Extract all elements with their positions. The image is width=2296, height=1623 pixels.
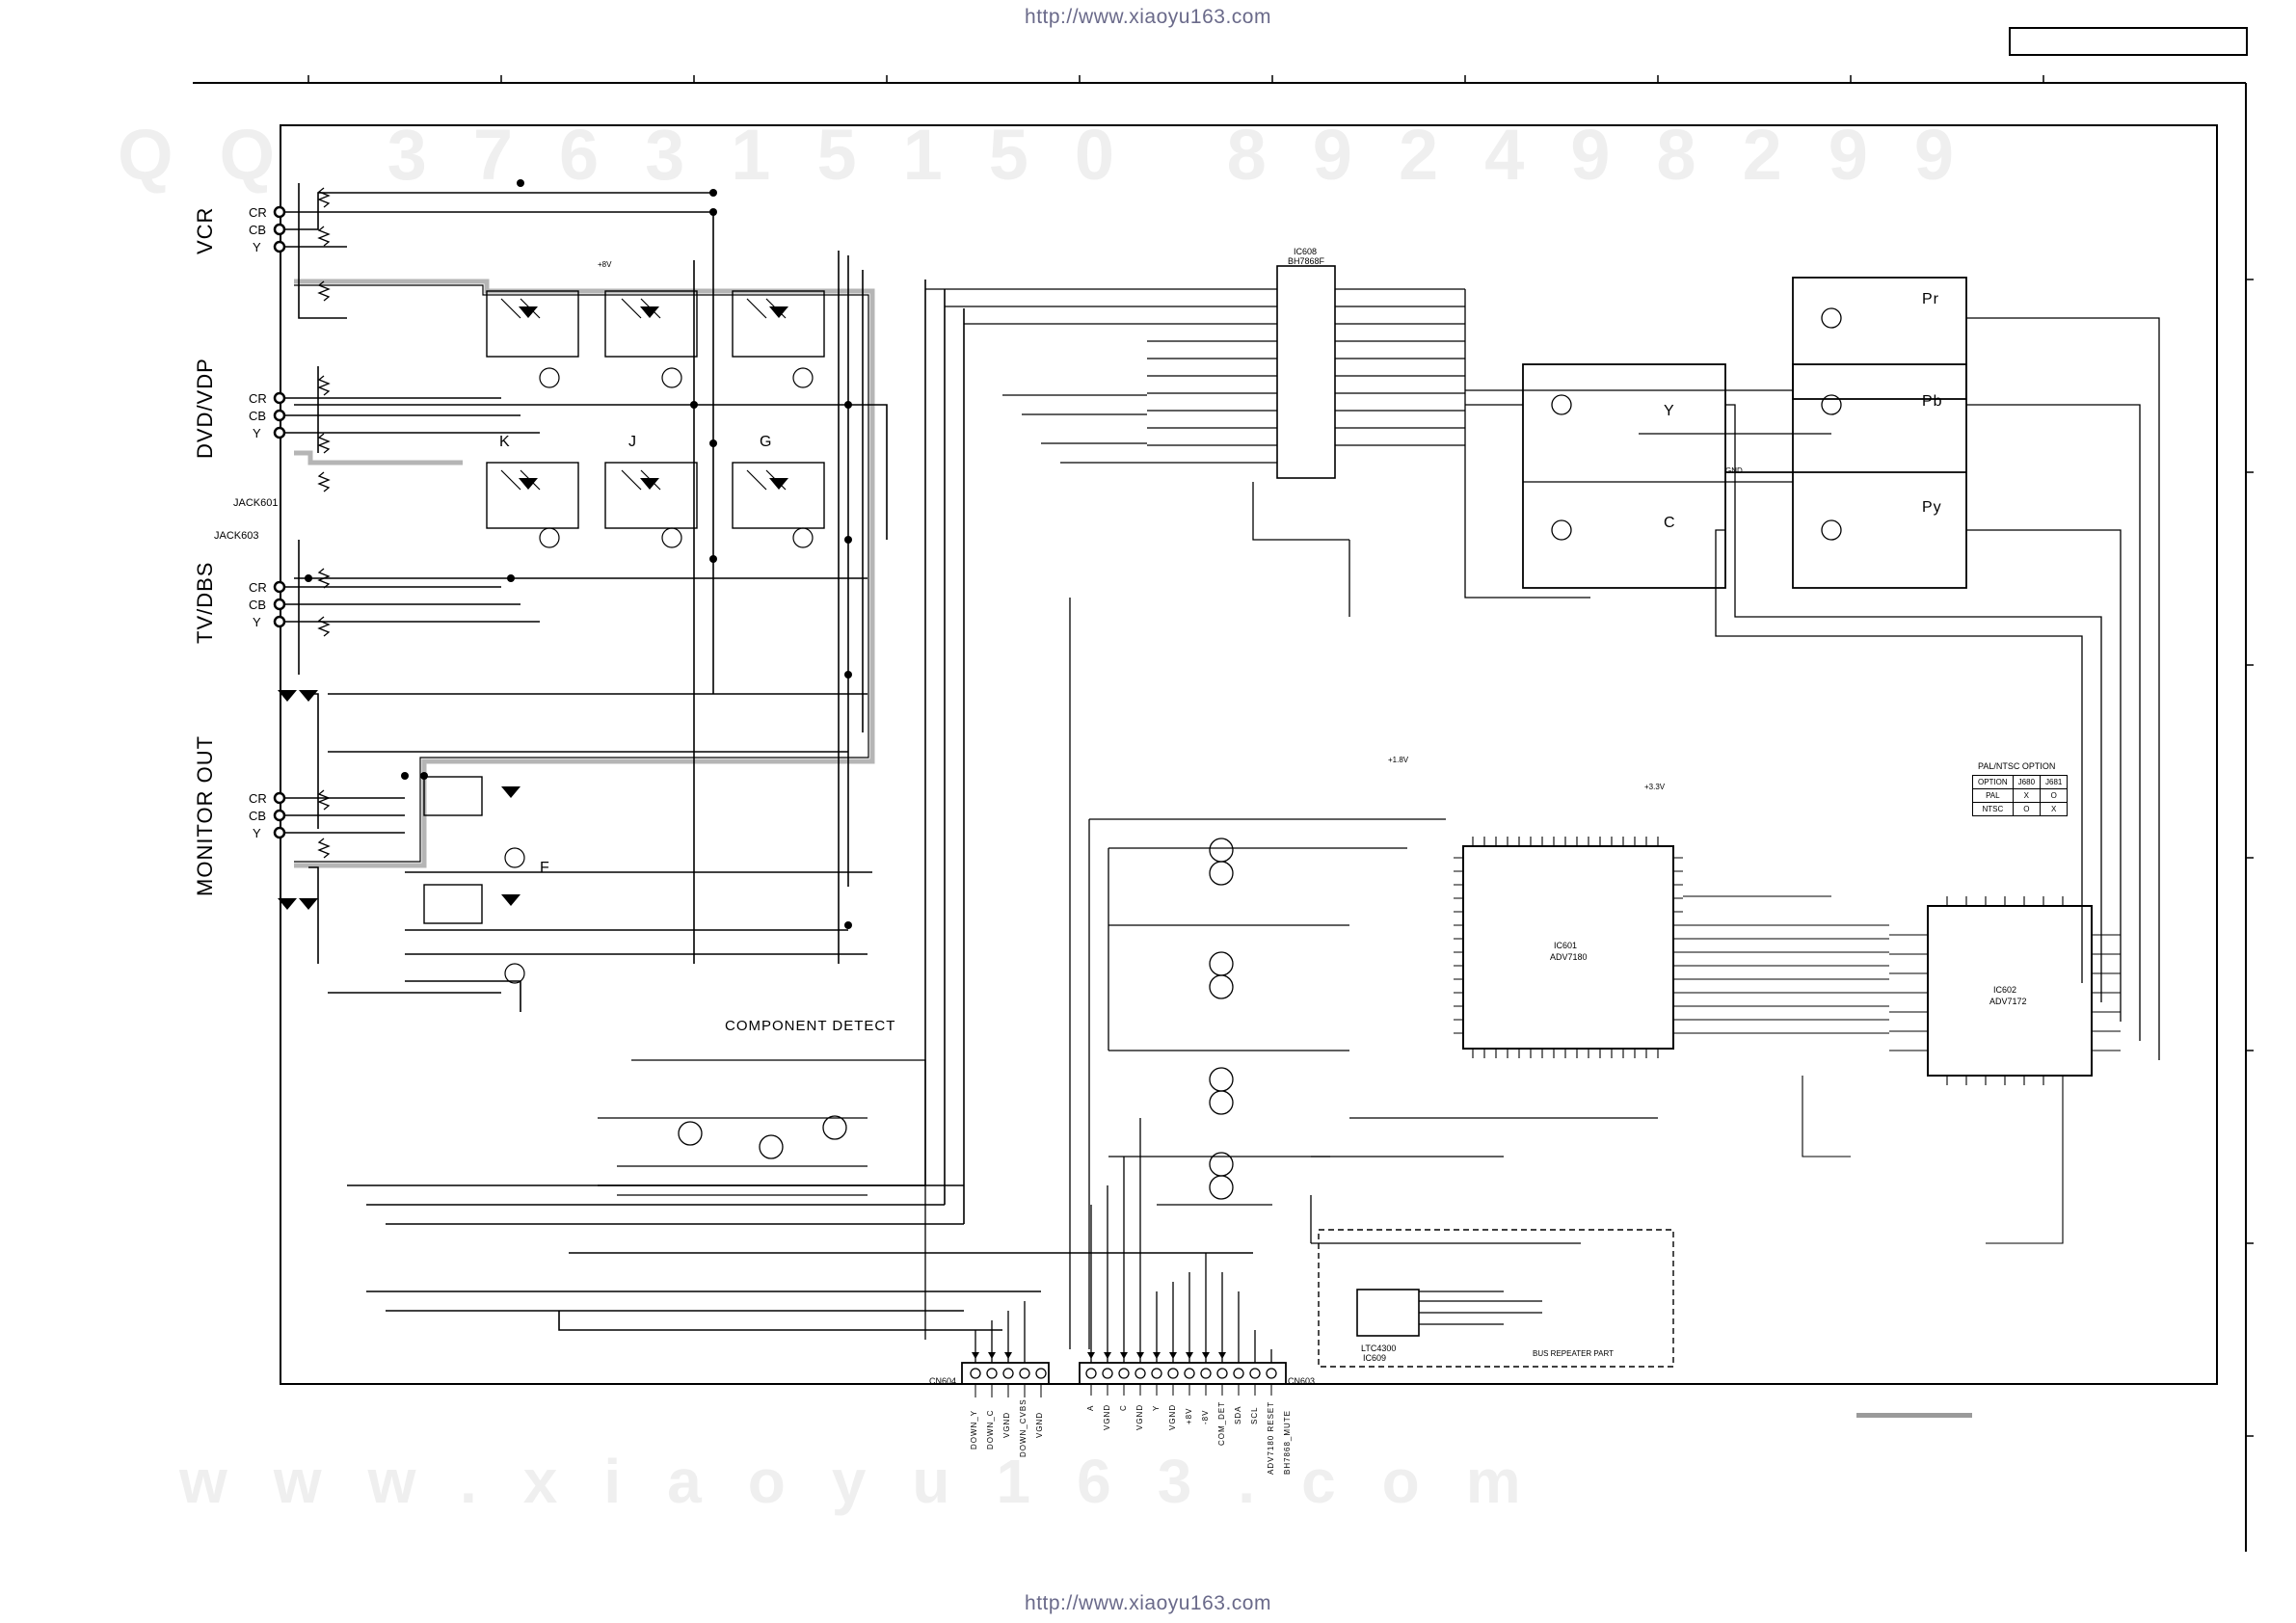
input-label-monitor-out: MONITOR OUT (193, 734, 217, 896)
supply-label: +1.8V (1388, 756, 1409, 764)
cn603-pin: VGND (1135, 1403, 1144, 1430)
cn603-pin: -8V (1201, 1409, 1210, 1424)
relay-group-f: F (540, 860, 550, 876)
watermark-digits: QQ 376315150 892498299 (118, 115, 2001, 195)
jack-label: CB (249, 409, 267, 423)
cn604-pin: DOWN_CVBS (1019, 1398, 1028, 1457)
jack-label: CB (249, 223, 267, 237)
jack-label: Y (253, 615, 261, 629)
cn604-pin: DOWN_Y (970, 1409, 978, 1450)
option-cell: PAL (1972, 788, 2014, 803)
channel-c: C (1664, 515, 1676, 531)
jack-label: CR (249, 791, 267, 806)
supply-label: +3.3V (1644, 783, 1666, 791)
cn604-pin: DOWN_C (986, 1409, 995, 1450)
ic608-ref: IC608 (1294, 247, 1318, 256)
option-header: OPTION (1972, 775, 2014, 789)
cn603-pin: COM_DET (1217, 1400, 1226, 1446)
option-header: J681 (2040, 775, 2069, 789)
ic609-ref: IC609 (1363, 1353, 1387, 1363)
channel-y: Y (1664, 403, 1675, 419)
jack-label: CB (249, 809, 267, 823)
watermark-url-bottom: http://www.xiaoyu163.com (1025, 1592, 1271, 1614)
watermark-site: www.xiaoyu163.com (179, 1447, 1567, 1516)
cn603-pin: SCL (1250, 1406, 1259, 1424)
component-detect-label: COMPONENT DETECT (725, 1018, 896, 1034)
cn604-pin: VGND (1035, 1411, 1044, 1438)
channel-pb: Pb (1922, 393, 1943, 410)
cn604-ref: CN604 (929, 1376, 957, 1386)
jack-label: CR (249, 205, 267, 220)
cn603-ref: CN603 (1288, 1376, 1316, 1386)
ic609-part: LTC4300 (1361, 1344, 1397, 1353)
ic602-part: ADV7172 (1989, 997, 2027, 1006)
relay-group-k: K (499, 434, 511, 450)
scale-bar (1856, 1413, 1972, 1418)
jack-ref-601: JACK601 (233, 497, 279, 509)
jack-label: CB (249, 598, 267, 612)
cn603-pin: ADV7180 RESET (1267, 1400, 1275, 1475)
option-cell: X (2012, 788, 2042, 803)
option-cell: O (2012, 802, 2042, 816)
input-label-dvd-vdp: DVD/VDP (193, 358, 217, 459)
option-table: OPTION J680 J681 PAL X O NTSC O X (1972, 775, 2069, 816)
ic601-ref: IC601 (1554, 941, 1578, 950)
cn603-pin: A (1086, 1404, 1095, 1411)
option-cell: O (2040, 788, 2069, 803)
watermark-url-top: http://www.xiaoyu163.com (1025, 6, 1271, 28)
jack-label: CR (249, 580, 267, 595)
channel-pr: Pr (1922, 291, 1939, 307)
input-label-tv-dbs: TV/DBS (193, 561, 217, 644)
option-cell: NTSC (1972, 802, 2014, 816)
jack-label: Y (253, 240, 261, 254)
cn603-pin: Y (1152, 1404, 1161, 1411)
cn603-pin: VGND (1168, 1403, 1177, 1430)
bus-repeater-label: BUS REPEATER PART (1533, 1349, 1615, 1358)
cn603-pin: +8V (1185, 1407, 1193, 1424)
cn603-pin: VGND (1103, 1403, 1111, 1430)
input-label-vcr: VCR (193, 206, 217, 254)
option-cell: X (2040, 802, 2069, 816)
cn603-pin: BH7868_MUTE (1283, 1409, 1292, 1475)
option-header: J680 (2012, 775, 2042, 789)
title-box (2009, 27, 2248, 56)
option-table-title: PAL/NTSC OPTION (1978, 761, 2056, 771)
cn604-pin: VGND (1002, 1411, 1011, 1438)
jack-label: Y (253, 826, 261, 840)
ic608-part: BH7868F (1288, 256, 1325, 266)
jack-label: Y (253, 426, 261, 440)
relay-group-g: G (760, 434, 773, 450)
channel-py: Py (1922, 499, 1942, 516)
supply-label: +8V (598, 260, 612, 269)
jack-label: CR (249, 391, 267, 406)
jack-ref-603: JACK603 (214, 530, 259, 542)
ic602-ref: IC602 (1993, 985, 2017, 995)
supply-label: GND (1725, 466, 1743, 475)
relay-group-j: J (628, 434, 637, 450)
ic601-part: ADV7180 (1550, 952, 1588, 962)
cn603-pin: C (1119, 1404, 1128, 1411)
cn603-pin: SDA (1234, 1405, 1242, 1424)
